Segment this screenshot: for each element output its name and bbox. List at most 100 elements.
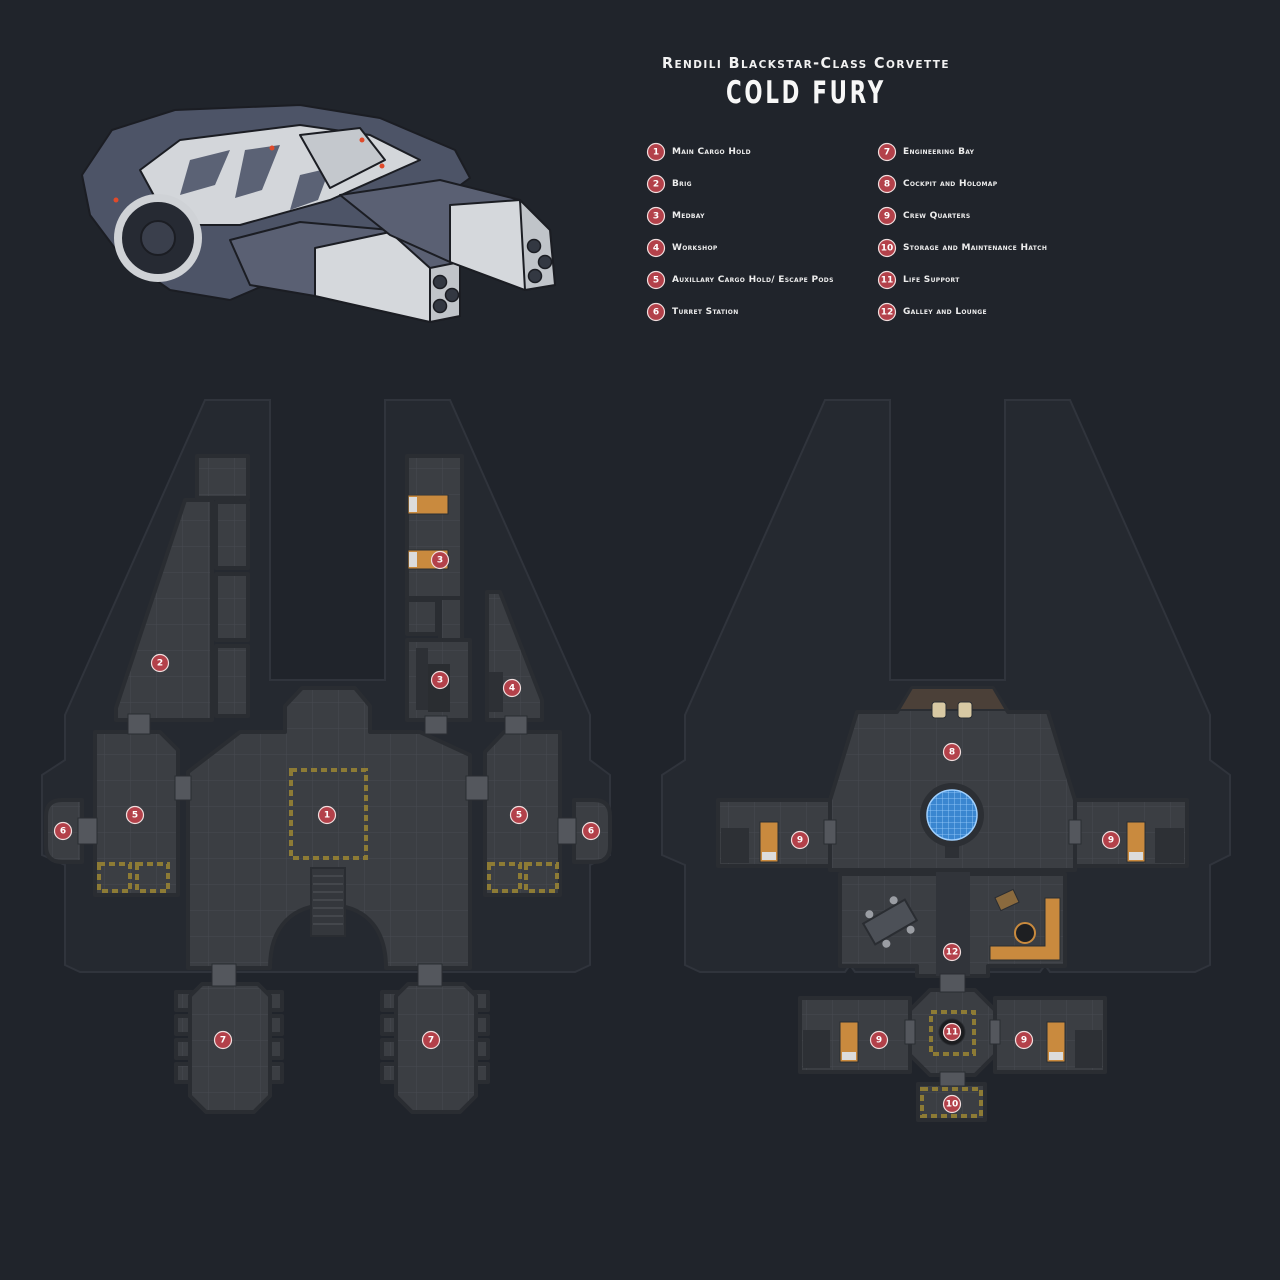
legend-label: Workshop bbox=[672, 243, 718, 253]
door bbox=[939, 973, 966, 993]
ship-name-title: COLD FURY bbox=[726, 75, 886, 111]
legend-label: Engineering Bay bbox=[903, 147, 975, 157]
marker-number: 3 bbox=[653, 212, 659, 222]
legend-label: Main Cargo Hold bbox=[672, 147, 751, 157]
refresher-alcove bbox=[721, 828, 749, 863]
marker-badge bbox=[1014, 1030, 1034, 1050]
legend-item: 6 Turret Station bbox=[646, 302, 739, 322]
marker-number: 11 bbox=[881, 276, 894, 286]
room-marker: 9 bbox=[790, 830, 810, 850]
room-marker: 6 bbox=[53, 821, 73, 841]
legend-label: Medbay bbox=[672, 211, 705, 221]
marker-number: 6 bbox=[60, 827, 66, 837]
escape-pod-hatch bbox=[524, 862, 559, 893]
engineering-floor bbox=[394, 982, 478, 1114]
room-medbay-upper bbox=[405, 454, 464, 600]
legend-label: Crew Quarters bbox=[903, 211, 970, 221]
marker-badge bbox=[877, 302, 897, 322]
legend-label: Galley and Lounge bbox=[903, 307, 987, 317]
door bbox=[424, 715, 448, 735]
copilot-seat bbox=[957, 701, 973, 719]
stair-treads bbox=[313, 875, 343, 925]
room-marker: 7 bbox=[421, 1030, 441, 1050]
legend-label: Cockpit and Holomap bbox=[903, 179, 998, 189]
chair bbox=[882, 939, 891, 948]
medbay-bed bbox=[407, 494, 449, 515]
marker-badge bbox=[213, 1030, 233, 1050]
marker-number: 12 bbox=[946, 948, 959, 958]
room-marker: 2 bbox=[150, 653, 170, 673]
bed-pillow bbox=[1049, 1052, 1063, 1060]
marker-number: 4 bbox=[653, 244, 659, 254]
ship-plating-stripe bbox=[290, 168, 330, 210]
ship-thruster-port bbox=[444, 287, 460, 303]
bed-pillow bbox=[1129, 852, 1143, 860]
marker-number: 9 bbox=[884, 212, 890, 222]
door bbox=[77, 817, 98, 845]
door bbox=[904, 1019, 916, 1045]
room-marker: 6 bbox=[581, 821, 601, 841]
brig-cell bbox=[214, 572, 250, 642]
room-marker: 11 bbox=[942, 1022, 962, 1042]
marker-badge bbox=[877, 206, 897, 226]
cargo-ramp-stairs bbox=[310, 867, 346, 937]
marker-badge bbox=[646, 142, 666, 162]
escape-pod-hatch bbox=[487, 862, 522, 893]
marker-badge bbox=[877, 174, 897, 194]
marker-number: 10 bbox=[881, 244, 894, 254]
marker-number: 7 bbox=[220, 1036, 226, 1046]
legend-item: 9 Crew Quarters bbox=[877, 206, 970, 226]
marker-badge bbox=[877, 270, 897, 290]
door bbox=[557, 817, 577, 845]
room-marker: 9 bbox=[1014, 1030, 1034, 1050]
refresher-alcove bbox=[1155, 828, 1184, 863]
bed-pillow bbox=[409, 552, 417, 567]
door bbox=[127, 713, 151, 735]
ship-plating-stripe bbox=[235, 145, 280, 198]
chair bbox=[889, 896, 898, 905]
workbench bbox=[489, 672, 503, 712]
chair bbox=[865, 910, 874, 919]
room-main-cargo-hold bbox=[186, 686, 472, 970]
cockpit-viewport bbox=[897, 687, 1008, 711]
bed-pillow bbox=[842, 1052, 856, 1060]
room-marker: 3 bbox=[430, 550, 450, 570]
bed-pillow bbox=[762, 852, 776, 860]
marker-badge bbox=[646, 174, 666, 194]
marker-number: 12 bbox=[881, 308, 894, 318]
legend-item: 3 Medbay bbox=[646, 206, 705, 226]
chair bbox=[906, 925, 915, 934]
maintenance-hatch bbox=[920, 1087, 983, 1118]
marker-badge bbox=[877, 142, 897, 162]
marker-badge bbox=[869, 1030, 889, 1050]
marker-badge bbox=[646, 270, 666, 290]
medbay-closet bbox=[405, 598, 439, 636]
marker-badge bbox=[942, 1094, 962, 1114]
legend-item: 10 Storage and Maintenance Hatch bbox=[877, 238, 1047, 258]
marker-badge bbox=[53, 821, 73, 841]
marker-number: 2 bbox=[653, 180, 659, 190]
marker-badge bbox=[502, 678, 522, 698]
pilot-seat bbox=[931, 701, 947, 719]
legend-item: 4 Workshop bbox=[646, 238, 718, 258]
room-marker: 8 bbox=[942, 742, 962, 762]
legend-label: Storage and Maintenance Hatch bbox=[903, 243, 1047, 253]
room-engineering-right bbox=[380, 982, 490, 1114]
refresher-alcove bbox=[803, 1030, 830, 1068]
marker-number: 9 bbox=[1021, 1036, 1027, 1046]
marker-badge bbox=[150, 653, 170, 673]
medbay-counter bbox=[416, 648, 428, 710]
life-support-hatch bbox=[929, 1010, 976, 1056]
galley-crate bbox=[994, 888, 1020, 912]
room-marker: 10 bbox=[942, 1094, 962, 1114]
ship-plating-stripe bbox=[180, 150, 230, 195]
room-marker: 3 bbox=[430, 670, 450, 690]
marker-number: 8 bbox=[949, 748, 955, 758]
legend-label: Turret Station bbox=[672, 307, 739, 317]
brig-cell bbox=[214, 500, 250, 570]
marker-number: 6 bbox=[653, 308, 659, 318]
legend-label: Brig bbox=[672, 179, 692, 189]
